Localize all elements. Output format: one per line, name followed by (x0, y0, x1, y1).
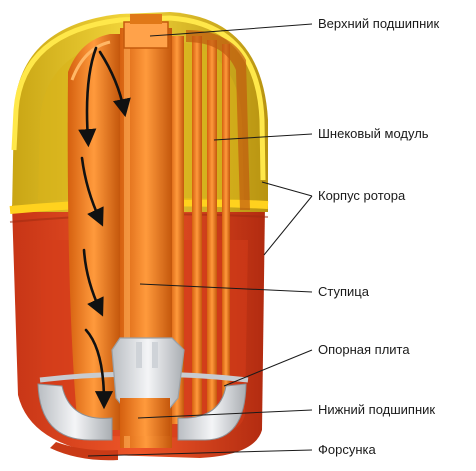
label-support-plate: Опорная плита (318, 342, 410, 357)
label-lower-bearing: Нижний подшипник (318, 402, 435, 417)
leader-rotor-housing-1 (262, 182, 312, 196)
callout-labels: Верхний подшипник Шнековый модуль Корпус… (318, 16, 440, 457)
label-upper-bearing: Верхний подшипник (318, 16, 440, 31)
label-screw-module: Шнековый модуль (318, 126, 429, 141)
label-hub: Ступица (318, 284, 370, 299)
label-rotor-housing: Корпус ротора (318, 188, 406, 203)
leader-rotor-housing-2 (264, 196, 312, 255)
label-nozzle: Форсунка (318, 442, 376, 457)
screw-module-left (68, 34, 120, 430)
